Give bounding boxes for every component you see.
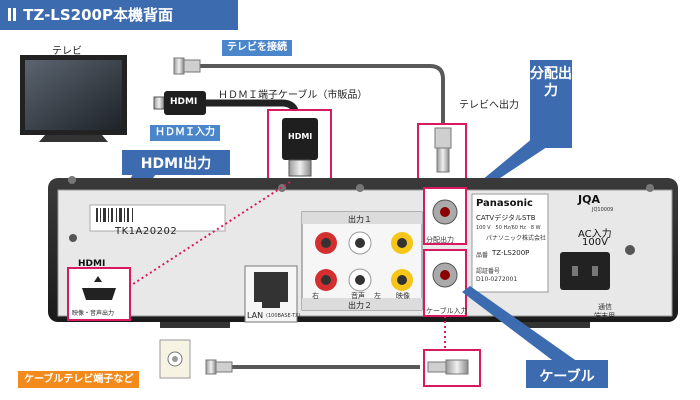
cable-tv-terminal-label: ケーブルテレビ端子など — [18, 371, 140, 388]
bottom-coax-plugs — [205, 359, 233, 375]
page-title: TZ-LS200P本機背面 — [0, 0, 238, 30]
cable-callout: ケーブル — [539, 369, 595, 385]
coax-to-tv-cable — [200, 64, 445, 124]
cable-in-label: ケーブル入力 — [426, 307, 468, 315]
to-tv-output-label: テレビへ出力 — [459, 100, 519, 111]
hdmi-dotted-link — [129, 181, 291, 287]
lan-spec-label: (100BASE-TX) — [266, 313, 301, 319]
model-desc-label: CATVデジタルSTB — [476, 214, 536, 222]
wall-terminal — [159, 339, 191, 379]
cable-callout-box — [526, 360, 608, 388]
hdmi-plug-text: HDMI — [170, 97, 198, 107]
tv-illustration — [20, 55, 127, 142]
comm-line2: 端末用 — [594, 312, 615, 320]
brand-label: Panasonic — [476, 198, 533, 209]
hdmi-cable-label: ＨＤＭＩ端子ケーブル（市販品） — [218, 90, 368, 101]
hdmi-plug-left — [153, 91, 206, 115]
page-title-text: TZ-LS200P本機背面 — [23, 6, 173, 24]
serial-number: TK1A20202 — [115, 226, 178, 237]
lan-label: LAN — [247, 311, 264, 320]
cable-callout-pointer — [462, 286, 578, 366]
splitter-callout-box — [530, 60, 572, 148]
model-label: 品番 — [476, 252, 489, 259]
hdmi-port-label: 映像・音声出力 — [72, 310, 115, 317]
output1-label: 出力１ — [348, 215, 372, 224]
hdmi-output-callout: HDMI出力 — [140, 156, 212, 172]
jqa-logo: JQA — [578, 193, 600, 206]
hdmi-plug-vertical — [282, 118, 318, 177]
title-bar-icon — [13, 8, 16, 21]
ac-input-label: AC入力 — [578, 229, 612, 240]
maker-label: パナソニック株式会社 — [486, 235, 547, 242]
video-label: 映像 — [396, 292, 410, 300]
jqa-code: JQ10009 — [592, 207, 614, 213]
stb-rear-panel — [48, 176, 678, 328]
splitter-output-callout: 分配出力 — [530, 66, 572, 99]
output2-label: 出力２ — [348, 301, 372, 310]
title-bar-icon — [8, 8, 11, 21]
hdmi-callout-box — [122, 150, 230, 175]
split-out-label: 分配出力 — [426, 236, 454, 244]
model-number: TZ-LS200P — [492, 249, 530, 257]
hdmi-logo: HDMI — [78, 259, 106, 269]
tv-label: テレビ — [52, 46, 82, 57]
hdmi-plug-vertical-text: HDMI — [288, 132, 313, 141]
audio-right-label: 右 — [312, 292, 319, 300]
audio-label: 音声 — [351, 292, 365, 300]
coax-plug-top-left — [173, 57, 201, 75]
cert-label: 認証番号 — [476, 268, 501, 275]
cert-number: D10-0272001 — [476, 276, 518, 283]
ac-voltage-label: 100V — [582, 237, 608, 248]
audio-left-label: 左 — [374, 292, 381, 300]
power-spec-label: 100 V 50 Hz/60 Hz 8 W — [476, 225, 541, 231]
tv-connect-label: テレビを接続 — [222, 40, 292, 56]
comm-line1: 通信 — [598, 303, 612, 311]
coax-plug-bottom — [427, 359, 469, 375]
coax-plug-to-tv — [434, 127, 452, 173]
hdmi-input-label: ＨＤＭＩ入力 — [150, 125, 220, 141]
